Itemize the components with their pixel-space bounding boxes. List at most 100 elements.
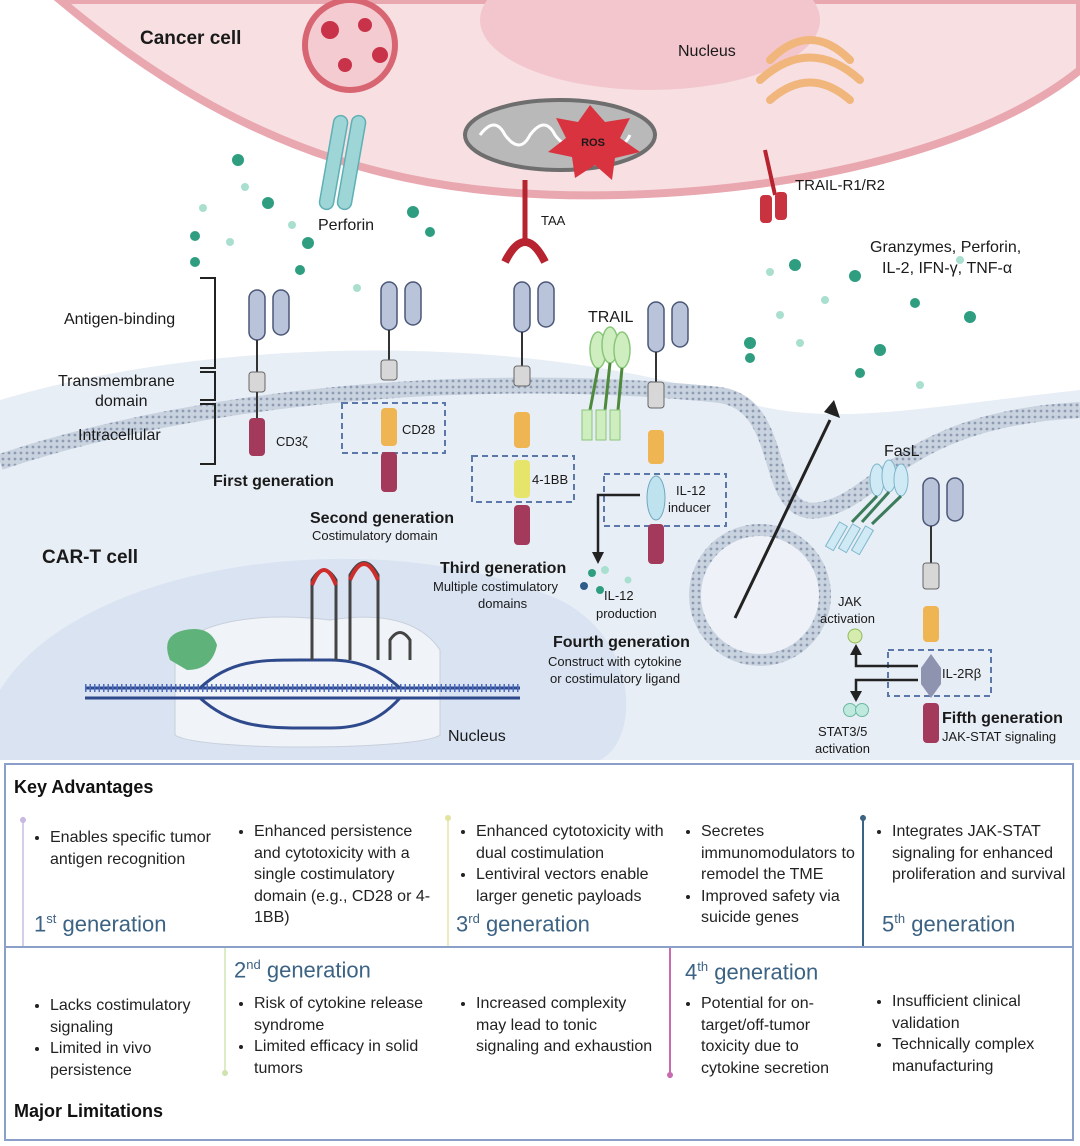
car-second-gen [341, 281, 446, 492]
third-gen-sub-2: domains [478, 596, 528, 611]
secreted-granules [190, 154, 976, 378]
gen4-line [667, 948, 673, 1078]
nucleus-top-label: Nucleus [678, 43, 736, 60]
domain-bracket [200, 277, 216, 465]
golgi [756, 36, 864, 104]
adv-col-3: Enhanced cytotoxicity with dual costimul… [454, 821, 672, 907]
list-item: Increased complexity may lead to tonic s… [476, 993, 654, 1058]
il12-granules [580, 566, 632, 594]
gen5-line [860, 815, 866, 947]
il12-inducer-2: inducer [668, 500, 711, 515]
list-item: Enhanced persistence and cytotoxicity wi… [254, 821, 442, 929]
fasl-label: FasL [884, 443, 920, 460]
ros-label: ROS [581, 137, 605, 149]
cd28-label: CD28 [402, 422, 435, 437]
gen1-label: 1st generation [34, 911, 167, 937]
third-gen-sub-1: Multiple costimulatory [433, 579, 558, 594]
lim-col-2: Risk of cytokine release syndrome Limite… [232, 993, 442, 1079]
fourth-gen-label: Fourth generation [553, 634, 690, 651]
list-item: Limited in vivo persistence [50, 1038, 218, 1081]
dna-strand [85, 561, 520, 730]
lim-col-3: Increased complexity may lead to tonic s… [454, 993, 654, 1058]
taa-antigen [501, 180, 549, 264]
gen3-label: 3rd generation [456, 911, 590, 937]
list-item: Lentiviral vectors enable larger genetic… [476, 864, 672, 907]
list-item: Secretes immunomodulators to remodel the… [701, 821, 863, 886]
gen5-label: 5th generation [882, 911, 1016, 937]
gen3-line [445, 815, 451, 947]
il12-inducer-1: IL-12 [676, 483, 706, 498]
lim-col-4: Potential for on-target/off-tumor toxici… [679, 993, 859, 1079]
first-gen-label: First generation [213, 473, 334, 490]
list-item: Enhanced cytotoxicity with dual costimul… [476, 821, 672, 864]
il12-production-1: IL-12 [604, 588, 634, 603]
second-gen-sub: Costimulatory domain [312, 528, 438, 543]
fourth-gen-sub-1: Construct with cytokine [548, 654, 682, 669]
fasl-ligand [824, 459, 909, 556]
il12-arrow [592, 493, 640, 564]
major-limitations-heading: Major Limitations [14, 1101, 164, 1121]
taa-label: TAA [541, 213, 566, 228]
list-item: Potential for on-target/off-tumor toxici… [701, 993, 859, 1079]
perforin-label: Perforin [318, 217, 374, 234]
list-item: Limited efficacy in solid tumors [254, 1036, 442, 1079]
trail-receptor [760, 149, 787, 223]
gen2-line [222, 948, 228, 1076]
ros-burst [548, 105, 640, 180]
comparison-table: Key Advantages Enables specific tumor an… [4, 763, 1074, 1141]
transmembrane-label-2: domain [95, 393, 147, 410]
enzyme-complex [167, 629, 217, 670]
car-first-gen [248, 289, 290, 456]
fifth-gen-label: Fifth generation [942, 710, 1063, 727]
adv-col-1: Enables specific tumor antigen recogniti… [28, 827, 218, 870]
jak-label-1: JAK [838, 594, 862, 609]
jak-stat-arrows [843, 628, 918, 717]
secreted-line2: IL-2, IFN-γ, TNF-α [882, 260, 1012, 277]
stat-label-1: STAT3/5 [818, 724, 867, 739]
il2rb-label: IL-2Rβ [942, 666, 981, 681]
car-fourth-gen [603, 301, 727, 564]
cancer-cell-label: Cancer cell [140, 28, 241, 49]
gen4-label: 4th generation [685, 959, 819, 985]
list-item: Integrates JAK-STAT signaling for enhanc… [892, 821, 1070, 886]
list-item: Enables specific tumor antigen recogniti… [50, 827, 218, 870]
transmembrane-label-1: Transmembrane [58, 373, 175, 390]
fifth-gen-sub: JAK-STAT signaling [942, 729, 1056, 744]
antigen-binding-label: Antigen-binding [64, 311, 175, 328]
lim-col-1: Lacks costimulatory signaling Limited in… [28, 995, 218, 1081]
intracellular-label: Intracellular [78, 427, 161, 444]
perforin-pore [318, 114, 367, 211]
lim-col-5: Insufficient clinical validation Technic… [870, 991, 1070, 1077]
adv-col-2: Enhanced persistence and cytotoxicity wi… [232, 821, 442, 929]
secreted-line1: Granzymes, Perforin, [870, 239, 1021, 256]
cd3z-label: CD3ζ [276, 434, 308, 449]
gen2-label: 2nd generation [234, 957, 371, 983]
il12-production-2: production [596, 606, 657, 621]
gen1-line [20, 817, 26, 947]
cancer-nucleus [480, 0, 820, 90]
fourth-gen-sub-2: or costimulatory ligand [550, 671, 680, 686]
list-item: Risk of cytokine release syndrome [254, 993, 442, 1036]
car-third-gen [471, 281, 575, 545]
list-item: Improved safety via suicide genes [701, 886, 863, 929]
jak-label-2: activation [820, 611, 875, 626]
secretion-arrow [733, 400, 840, 619]
second-gen-label: Second generation [310, 510, 454, 527]
lysosome [302, 0, 398, 93]
third-gen-label: Third generation [440, 560, 566, 577]
adv-col-5: Integrates JAK-STAT signaling for enhanc… [870, 821, 1070, 886]
trail-ligand [581, 326, 631, 441]
list-item: Insufficient clinical validation [892, 991, 1070, 1034]
vesicle [689, 524, 831, 666]
list-item: Technically complex manufacturing [892, 1034, 1070, 1077]
nucleus-bottom-label: Nucleus [448, 728, 506, 745]
trail-receptor-label: TRAIL-R1/R2 [795, 177, 885, 194]
trail-label: TRAIL [588, 309, 633, 326]
car-t-cell-label: CAR-T cell [42, 547, 138, 568]
car-t-diagram: ROS [0, 0, 1080, 760]
adv-col-4: Secretes immunomodulators to remodel the… [679, 821, 863, 929]
table-divider [6, 946, 1072, 948]
four-1bb-label: 4-1BB [532, 472, 568, 487]
stat-label-2: activation [815, 741, 870, 756]
car-fifth-gen [887, 477, 992, 743]
